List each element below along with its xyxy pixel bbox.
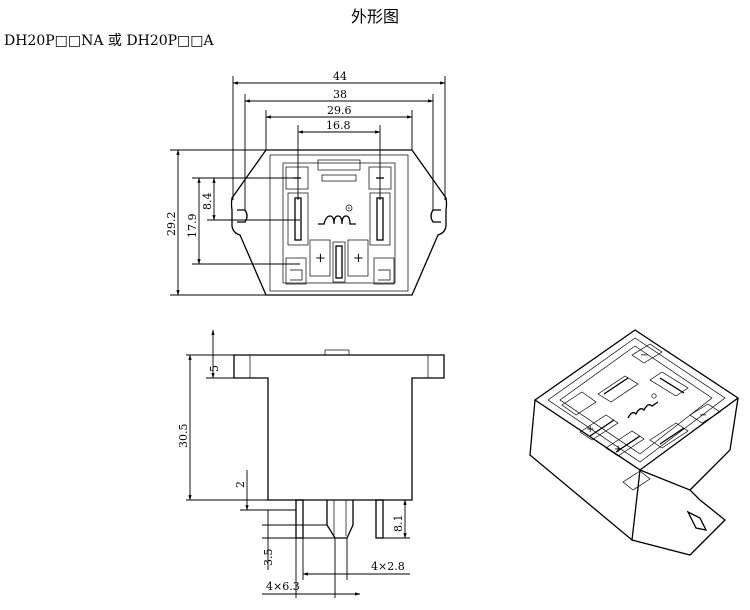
terminal-left xyxy=(287,192,309,246)
top-latch xyxy=(317,159,361,171)
iso-right-face xyxy=(689,397,739,491)
terminal-frame xyxy=(282,162,396,284)
terminal-center xyxy=(332,241,346,283)
top-body-outline xyxy=(230,149,448,296)
terminal-center-blade xyxy=(335,245,343,279)
top-view: + + 44 38 29.6 16.8 xyxy=(165,70,448,296)
drawing-title: 外形图 xyxy=(350,7,399,26)
dim-8-4: 8.4 xyxy=(201,193,214,211)
side-body-outline xyxy=(233,354,445,501)
iso-minus-label-top: − xyxy=(640,350,648,361)
plus-label-left: + xyxy=(315,251,326,266)
iso-plus-label-center: + xyxy=(614,444,622,455)
dim-3-5: 3.5 xyxy=(262,549,275,567)
iso-top-face xyxy=(533,329,740,471)
iso-terminal-lower-right xyxy=(649,422,689,449)
model-number: DH20P□□NA 或 DH20P□□A xyxy=(4,33,214,49)
terminal-right-blade xyxy=(376,197,384,241)
corner-pad-left xyxy=(285,257,307,285)
dim-38: 38 xyxy=(333,88,347,101)
iso-mount-hole xyxy=(686,510,708,531)
pin-1 xyxy=(295,499,304,539)
iso-terminal-lower-center xyxy=(605,430,645,457)
plus-pad-right xyxy=(347,239,369,277)
plus-pad-left xyxy=(309,239,331,277)
iso-minus-label-right: − xyxy=(699,410,707,421)
terminal-left-blade xyxy=(294,197,302,241)
iso-coil-symbol xyxy=(627,401,659,419)
side-view: 5 30.5 2 3.5 8.1 4×2.8 4×6.3 xyxy=(177,329,445,598)
side-top-latch xyxy=(324,349,350,356)
dim-4x6-3: 4×6.3 xyxy=(266,580,300,593)
dim-5: 5 xyxy=(208,365,221,372)
iso-flange xyxy=(631,469,726,556)
dim-4x2-8: 4×2.8 xyxy=(371,560,405,573)
iso-pad-square-bottom xyxy=(622,470,651,491)
iso-terminal-lower-left xyxy=(579,414,619,441)
iso-left-face xyxy=(529,399,641,542)
iso-pad-square-left xyxy=(561,391,597,416)
iso-minus-pad-top xyxy=(631,343,663,364)
corner-pad-right xyxy=(373,257,395,285)
dim-8-1: 8.1 xyxy=(392,515,405,533)
dim-2: 2 xyxy=(234,481,247,488)
dim-29-2: 29.2 xyxy=(165,212,178,237)
isometric-view: − − + + xyxy=(529,329,740,556)
iso-plus-label-left: + xyxy=(586,424,594,435)
top-inner-rim xyxy=(269,154,409,292)
iso-minus-pad-right xyxy=(689,403,721,424)
iso-terminal-upper-right xyxy=(649,371,689,397)
pin-center xyxy=(326,500,354,539)
coil-symbol xyxy=(318,215,356,225)
dim-29-6: 29.6 xyxy=(327,104,352,117)
top-latch-slot xyxy=(321,174,357,182)
pin-4 xyxy=(375,499,384,539)
iso-terminal-upper-left xyxy=(597,375,639,403)
dim-16-8: 16.8 xyxy=(326,119,351,132)
mounting-hole-right xyxy=(430,209,441,223)
dim-17-9: 17.9 xyxy=(186,214,199,239)
dim-30-5: 30.5 xyxy=(177,424,190,449)
coil-polarity-dot xyxy=(345,204,353,212)
dim-44: 44 xyxy=(333,70,347,83)
mounting-hole-left xyxy=(237,209,248,223)
terminal-right xyxy=(369,192,391,246)
plus-label-right: + xyxy=(353,251,364,266)
iso-inner-rim xyxy=(547,337,726,463)
